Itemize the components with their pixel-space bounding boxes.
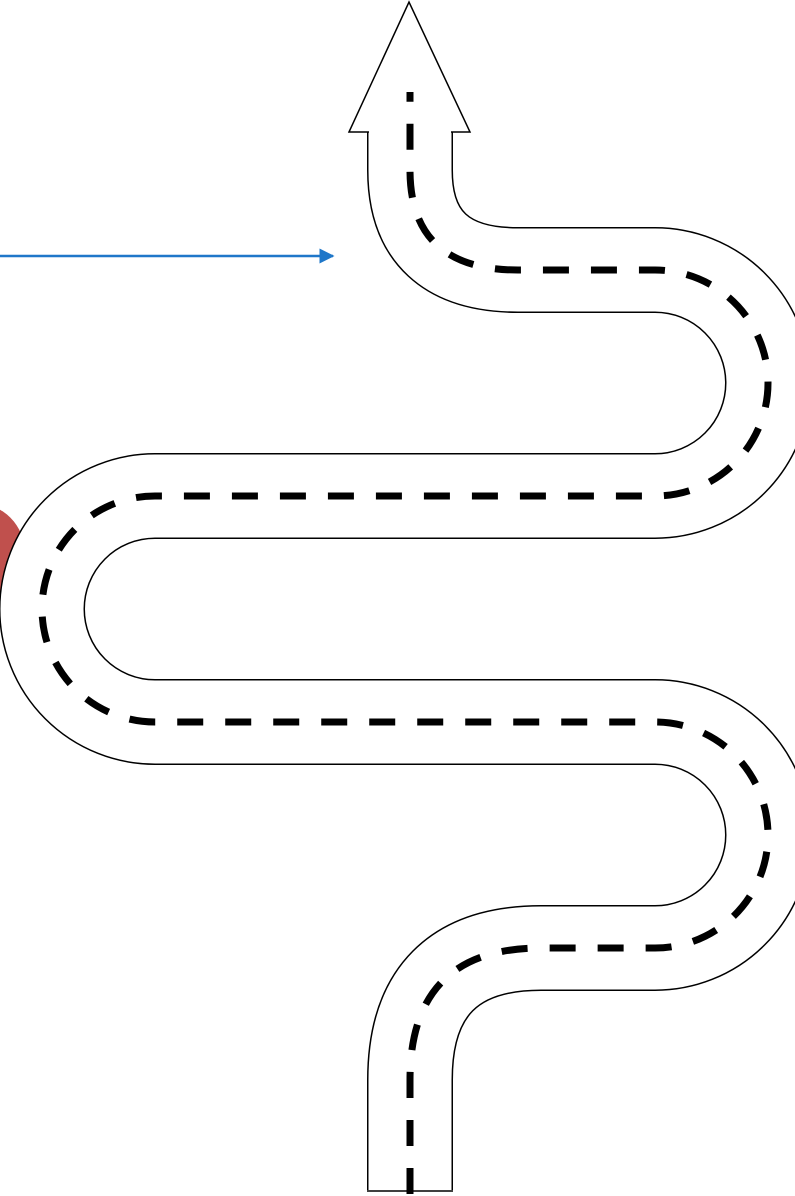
road-center-line bbox=[38, 92, 772, 1194]
road-surface bbox=[0, 125, 795, 1194]
road-arrowhead bbox=[347, 0, 472, 133]
